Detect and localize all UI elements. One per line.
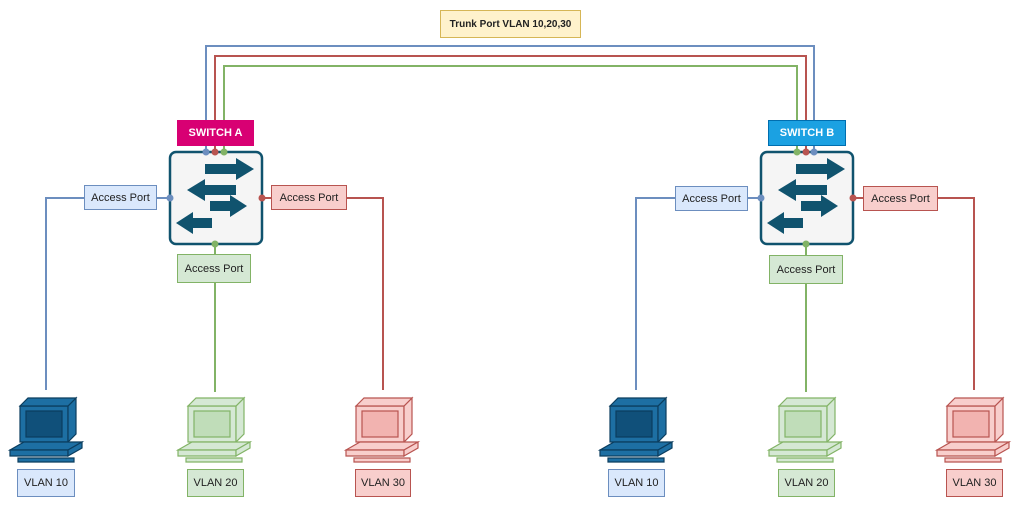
pc-icon[interactable] [936, 397, 1010, 463]
port-dot [166, 194, 174, 202]
port-dot [802, 240, 810, 248]
trunk-link-vlan30 [214, 55, 807, 152]
link-b-vlan10 [635, 197, 761, 390]
switch-a-port-bottom: Access Port [177, 254, 251, 283]
switch-b-port-left: Access Port [675, 186, 748, 211]
port-dot [211, 240, 219, 248]
switch-a-port-left: Access Port [84, 185, 157, 210]
switch-b-port-right: Access Port [863, 186, 938, 211]
pc-icon[interactable] [599, 397, 673, 463]
switch-b-port-bottom: Access Port [769, 255, 843, 284]
switch-a-icon[interactable] [168, 150, 264, 246]
host-label-vlan20-b: VLAN 20 [778, 469, 835, 497]
port-dot [202, 148, 210, 156]
port-dot [220, 148, 228, 156]
port-dot [757, 194, 765, 202]
host-label-vlan20-a: VLAN 20 [187, 469, 244, 497]
pc-icon[interactable] [9, 397, 83, 463]
trunk-label: Trunk Port VLAN 10,20,30 [440, 10, 581, 38]
host-label-vlan10-a: VLAN 10 [17, 469, 75, 497]
pc-icon[interactable] [768, 397, 842, 463]
pc-icon[interactable] [345, 397, 419, 463]
link-a-vlan30 [262, 197, 384, 390]
port-dot [258, 194, 266, 202]
host-label-vlan10-b: VLAN 10 [608, 469, 665, 497]
switch-b-label: SWITCH B [768, 120, 846, 146]
port-dot [793, 148, 801, 156]
trunk-links [205, 45, 815, 152]
port-dot [810, 148, 818, 156]
switch-a-port-right: Access Port [271, 185, 347, 210]
host-label-vlan30-a: VLAN 30 [355, 469, 411, 497]
port-dots [166, 148, 857, 248]
trunk-link-vlan10 [205, 45, 815, 152]
link-b-vlan30 [853, 197, 975, 390]
port-dot [802, 148, 810, 156]
link-a-vlan10 [45, 197, 170, 390]
host-label-vlan30-b: VLAN 30 [946, 469, 1003, 497]
switch-a-label: SWITCH A [177, 120, 254, 146]
pc-icon[interactable] [177, 397, 251, 463]
port-dot [849, 194, 857, 202]
switch-b-icon[interactable] [759, 150, 855, 246]
trunk-link-vlan20 [223, 65, 798, 152]
port-dot [211, 148, 219, 156]
